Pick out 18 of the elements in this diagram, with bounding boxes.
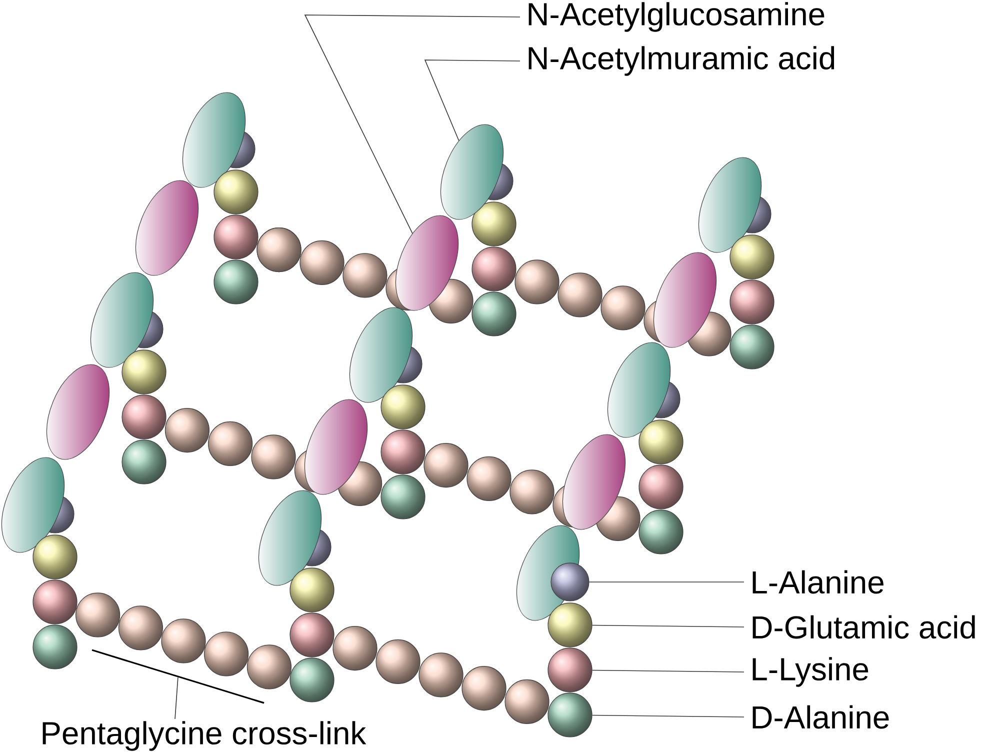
amino-acid-circle xyxy=(548,602,592,648)
amino-acid-circle xyxy=(548,692,592,738)
leader-line xyxy=(174,677,178,720)
bracket xyxy=(92,649,264,704)
label-text: N-Acetylmuramic acid xyxy=(528,46,834,76)
label-text: D-Alanine xyxy=(752,705,889,729)
amino-acid-circle xyxy=(548,648,592,692)
label-text: N-Acetylglucosamine xyxy=(528,2,824,32)
label-text: D-Glutamic acid xyxy=(752,615,975,639)
leader-line xyxy=(592,714,744,718)
label-text: L-Alanine xyxy=(752,570,884,594)
leader-line xyxy=(592,670,744,672)
leader-line xyxy=(424,60,520,142)
leader-line xyxy=(304,14,520,234)
label-text: L-Lysine xyxy=(752,657,868,687)
leader-line xyxy=(592,624,744,628)
amino-acid-circle xyxy=(550,562,590,602)
label-text: Pentaglycine cross-link xyxy=(42,721,366,751)
